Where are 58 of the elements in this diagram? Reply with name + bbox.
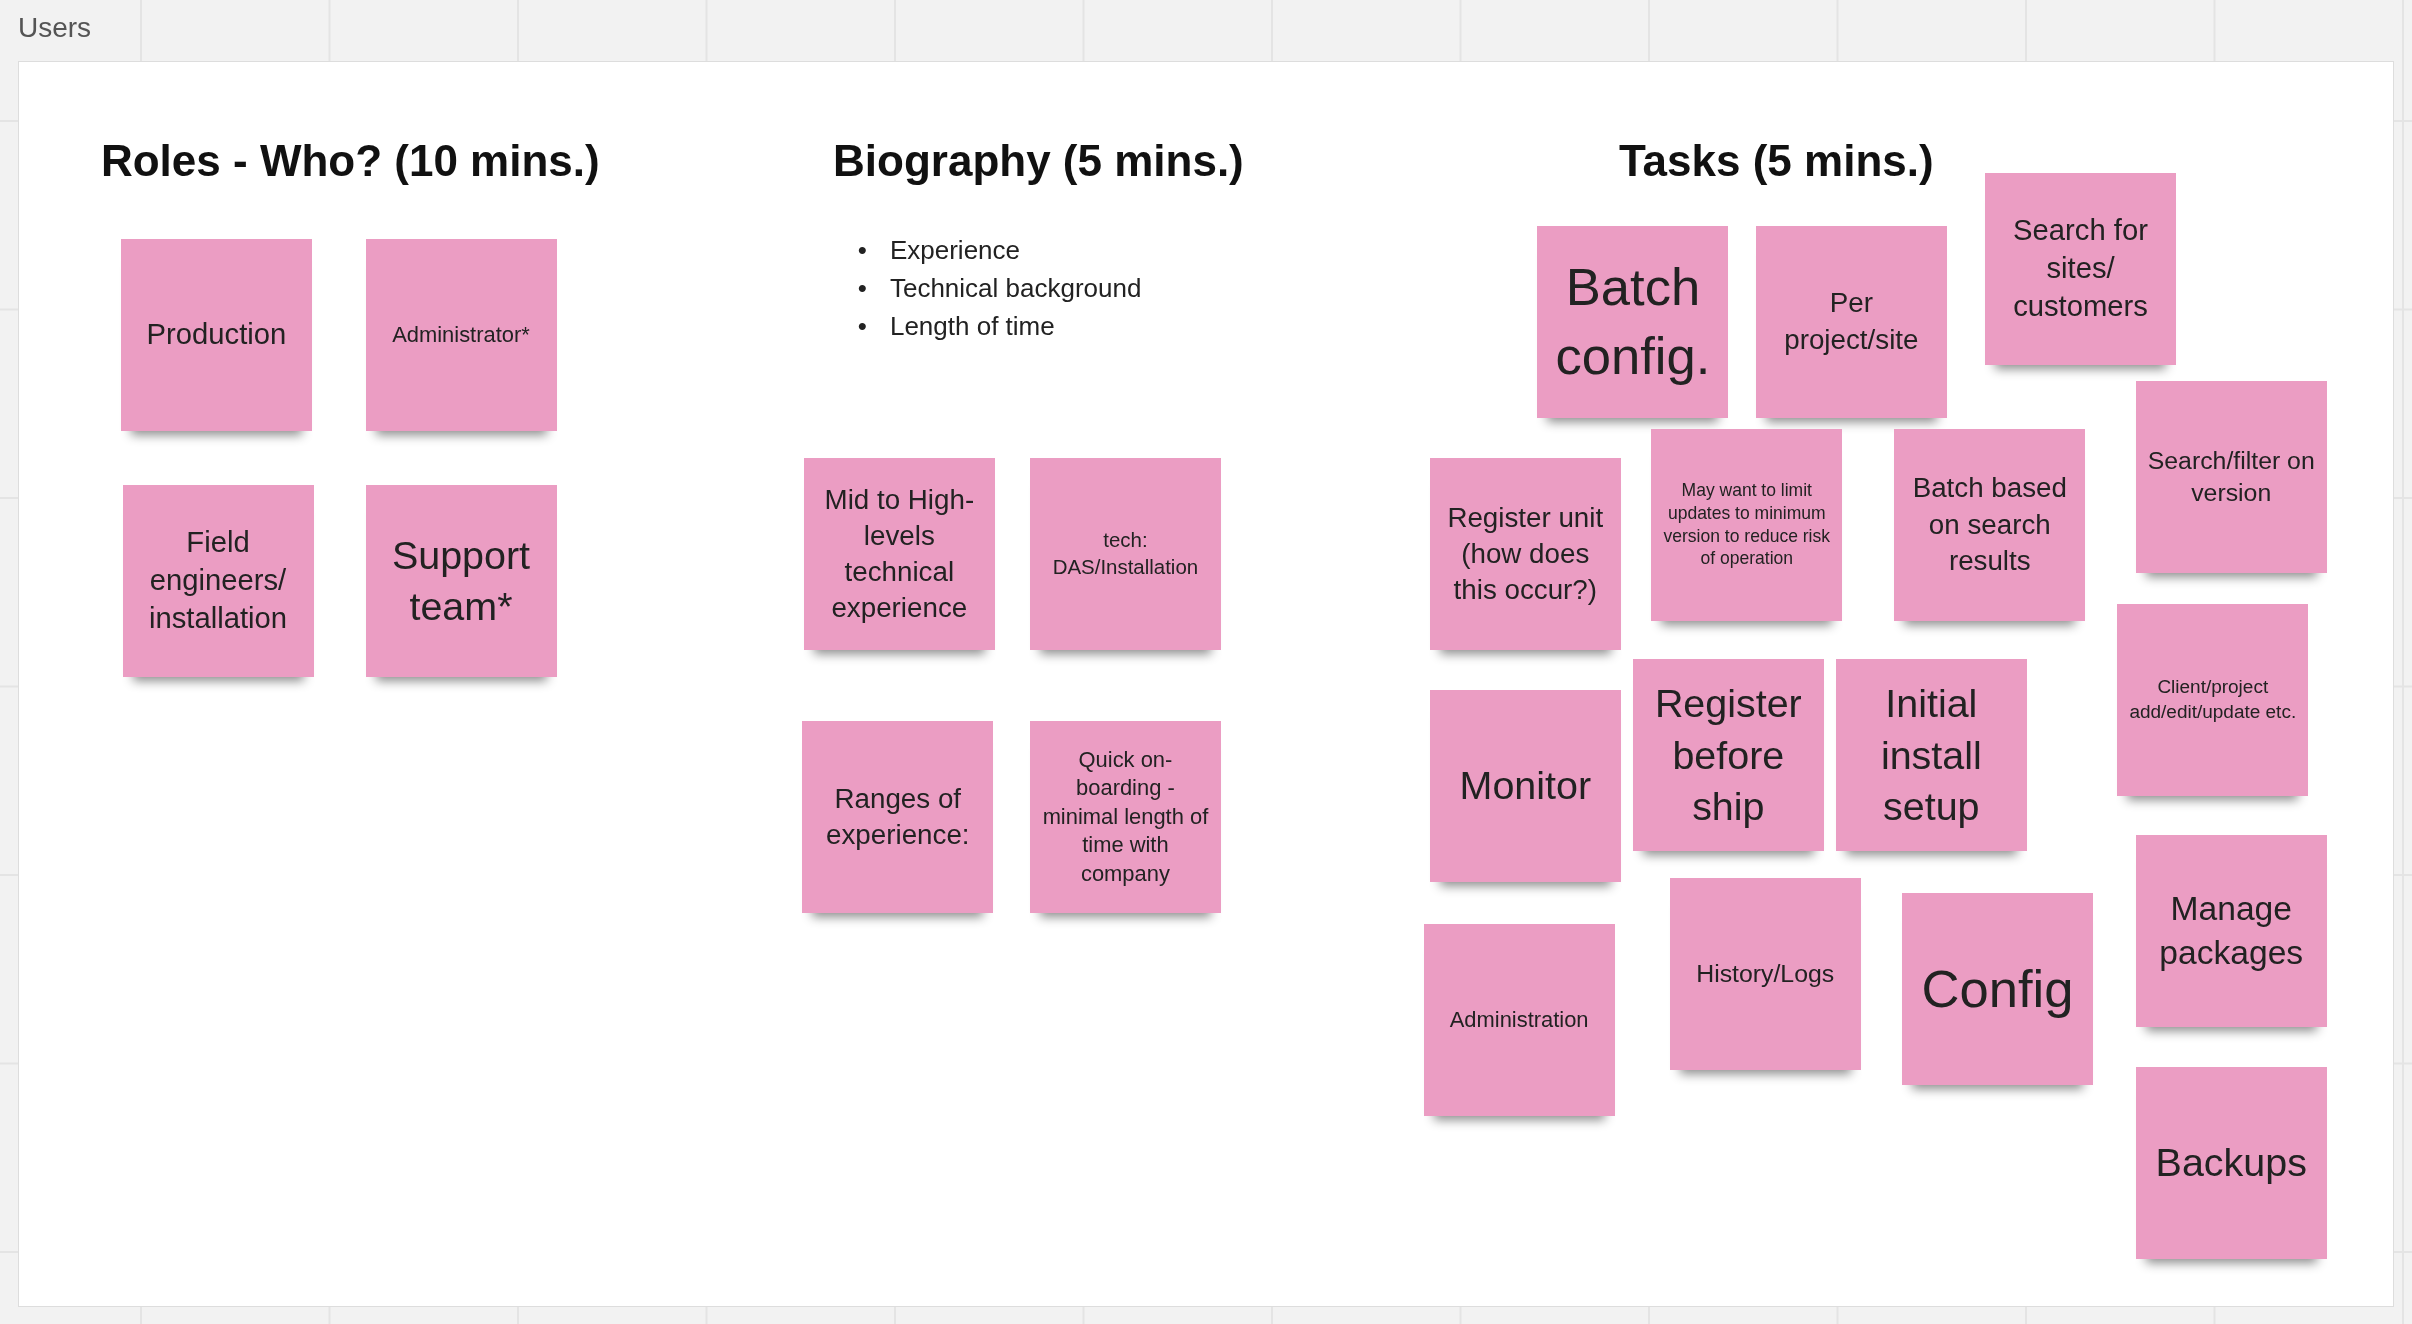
sticky-note — [1894, 428, 2086, 621]
bullet-marker: • — [857, 233, 867, 267]
sticky-note — [1029, 457, 1221, 650]
note-text: Register unit (how does this occur?) — [1446, 500, 1605, 607]
sticky-note — [1985, 173, 2176, 366]
sticky-note — [120, 239, 312, 432]
note-text: Batch config. — [1554, 256, 1712, 387]
sticky-note — [365, 485, 557, 678]
note-text: Register before ship — [1653, 680, 1803, 830]
note-text: tech: DAS/Installation — [1051, 527, 1200, 580]
sticky-note — [2135, 834, 2327, 1027]
note-text: Production — [146, 317, 287, 353]
sticky-note — [1901, 893, 2093, 1086]
sticky-note — [1537, 225, 1729, 418]
note-text: Per project/site — [1783, 286, 1920, 357]
sticky-note — [1429, 457, 1621, 650]
sticky-note — [1669, 877, 1861, 1070]
note-text: Batch based on search results — [1911, 471, 2068, 578]
note-text: Quick on-boarding - minimal length of time with company — [1041, 745, 1210, 888]
section-heading: Biography (5 mins.) — [833, 136, 1244, 187]
note-text: Manage packages — [2158, 888, 2305, 973]
note-text: Monitor — [1459, 762, 1592, 810]
sticky-note — [365, 239, 557, 432]
note-text: Search/filter on version — [2146, 445, 2316, 508]
frame-title: Users — [18, 12, 92, 44]
sticky-note — [2135, 1066, 2327, 1259]
section-heading: Tasks (5 mins.) — [1618, 136, 1934, 187]
section-heading: Roles - Who? (10 mins.) — [100, 136, 600, 187]
note-text: Backups — [2155, 1139, 2307, 1187]
sticky-note — [1835, 659, 2027, 852]
sticky-note — [2135, 380, 2327, 573]
note-text: Config — [1921, 957, 2074, 1020]
note-text: Ranges of experience: — [825, 781, 971, 852]
sticky-note — [802, 720, 994, 913]
bullet-text: Length of time — [889, 309, 1055, 343]
note-text: Administration — [1449, 1005, 1589, 1034]
sticky-note — [1429, 690, 1621, 882]
note-text: Support team* — [390, 532, 532, 631]
note-text: Search for sites/ customers — [2012, 213, 2149, 325]
bullet-text: Technical background — [889, 271, 1142, 305]
note-text: Initial install setup — [1879, 680, 1983, 830]
bullet-text: Experience — [889, 233, 1021, 267]
sticky-note — [1423, 923, 1615, 1116]
note-text: Mid to High-levels technical experience — [823, 482, 976, 625]
sticky-note — [122, 485, 314, 678]
bullet-marker: • — [857, 309, 867, 343]
note-text: Client/project add/edit/update etc. — [2128, 675, 2298, 724]
note-text: Field engineers/ installation — [147, 525, 289, 637]
bullet-marker: • — [857, 271, 867, 305]
note-text: Administrator* — [392, 321, 530, 350]
sticky-note — [1029, 720, 1221, 913]
note-text: May want to limit updates to minimum version to reduce risk of operation — [1662, 479, 1831, 571]
sticky-note — [2117, 603, 2309, 796]
note-text: History/Logs — [1696, 958, 1835, 989]
sticky-note — [1755, 225, 1947, 418]
sticky-note — [1632, 659, 1824, 852]
sticky-note — [803, 457, 995, 650]
sticky-note — [1651, 428, 1843, 621]
